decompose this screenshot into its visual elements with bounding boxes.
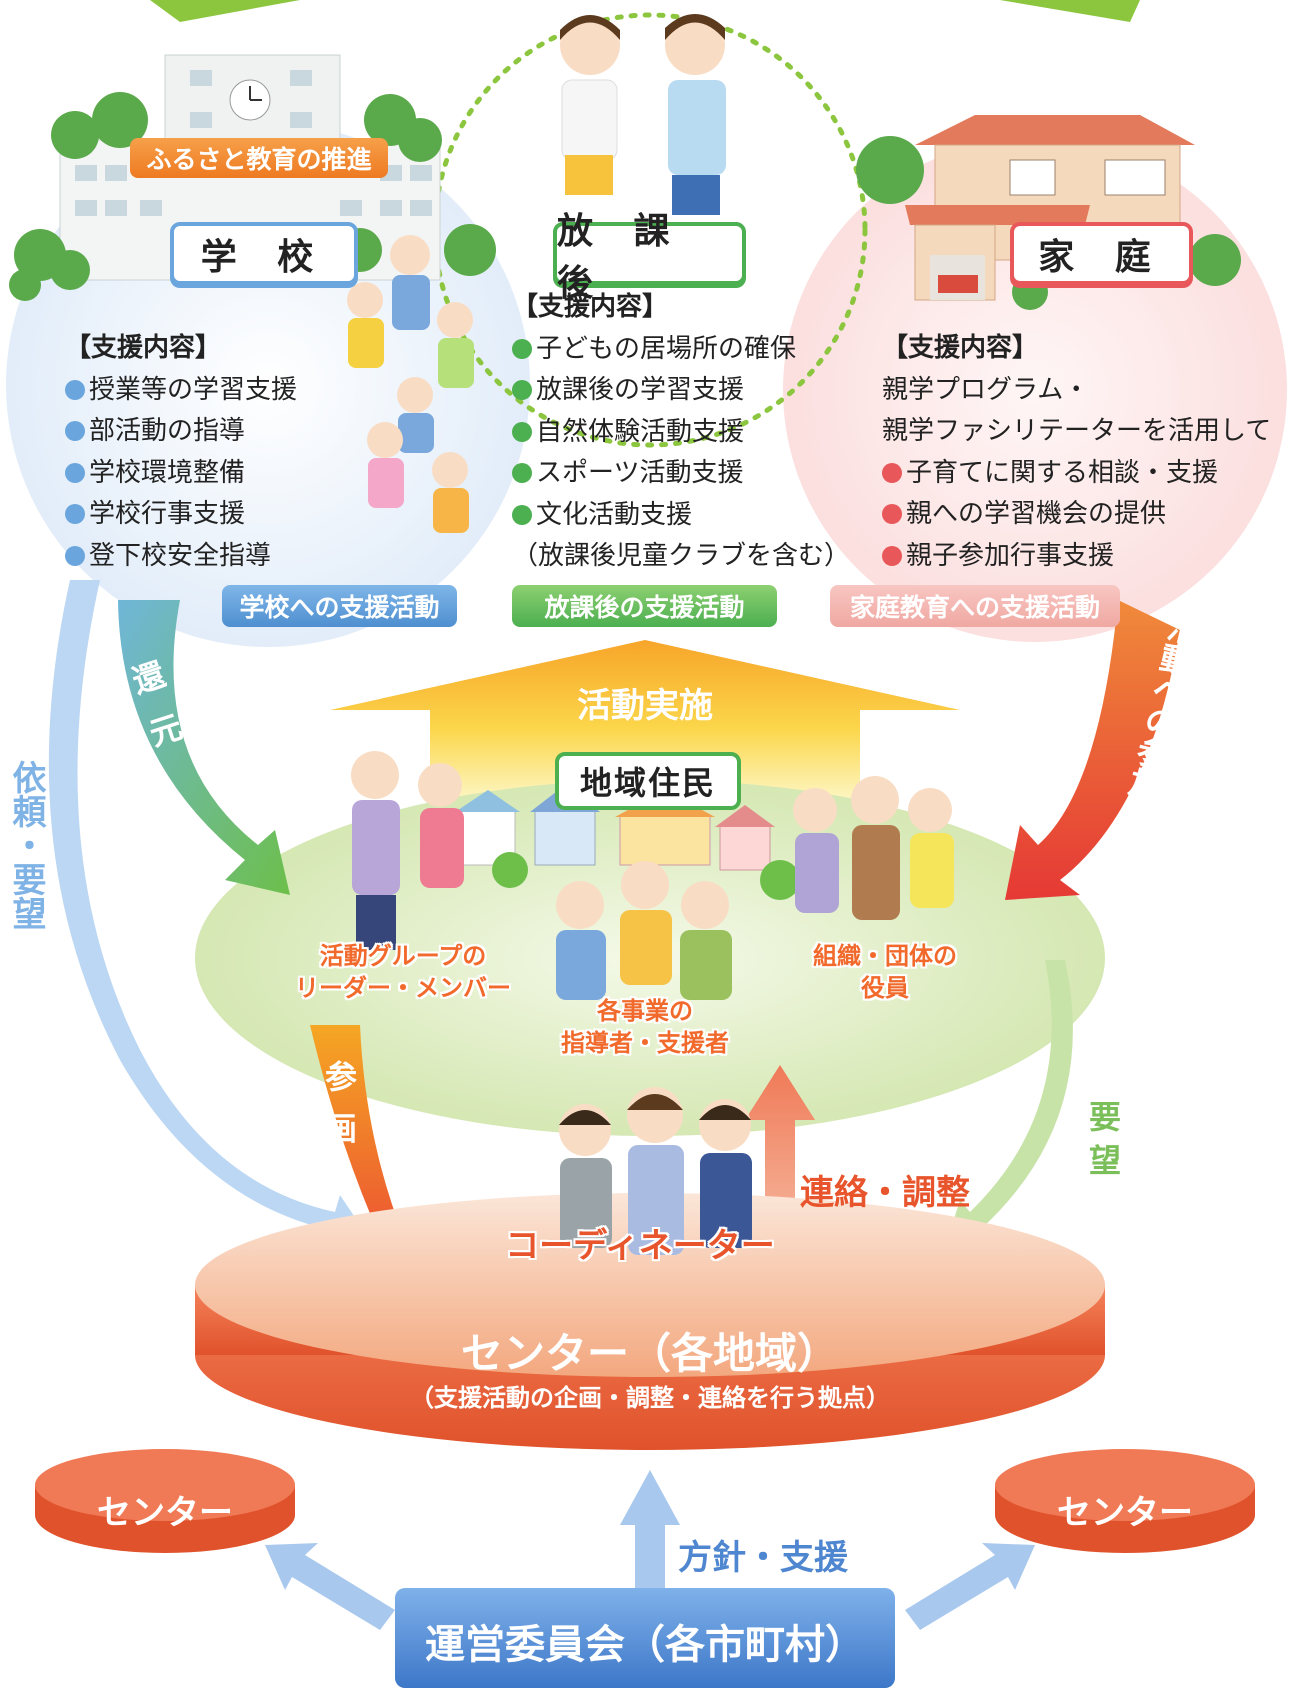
- list-item-label: 部活動の指導: [89, 416, 246, 446]
- list-item-label: 親への学習機会の提供: [906, 499, 1167, 529]
- school-banner: ふるさと教育の推進: [130, 138, 388, 178]
- list-item: 親子参加行事支援: [882, 536, 1271, 578]
- bullet-icon: [65, 504, 85, 524]
- adults-community: [351, 751, 954, 1000]
- bullet-icon: [65, 379, 85, 400]
- list-item-label: スポーツ活動支援: [536, 458, 744, 488]
- planning-label: 参 画: [320, 1060, 358, 1148]
- home-ribbon: 家庭教育への支援活動: [830, 585, 1120, 627]
- list-item-label: 子どもの居場所の確保: [536, 333, 797, 364]
- list-item-label: 学校行事支援: [89, 499, 246, 529]
- policy-label: 方針・支援: [678, 1538, 848, 1578]
- list-item: 授業等の学習支援: [65, 370, 297, 412]
- list-item-label: 自然体験活動支援: [536, 416, 745, 447]
- label-line: 役員: [861, 974, 909, 1002]
- bullet-icon: [65, 462, 85, 483]
- label-line: 組織・団体の: [813, 942, 957, 970]
- bullet-icon: [512, 421, 532, 442]
- list-item: 学校行事支援: [65, 494, 297, 536]
- list-item-label: 放課後の学習支援: [536, 375, 745, 405]
- coordinator-label: コーディネーター: [505, 1226, 775, 1266]
- list-item: 親への学習機会の提供: [882, 494, 1271, 536]
- label-line: 各事業の: [597, 997, 693, 1025]
- list-item: 放課後の学習支援: [512, 370, 850, 412]
- committee-title: 運営委員会（各市町村）: [425, 1622, 865, 1668]
- right-center-label: センター: [1057, 1493, 1193, 1533]
- list-item-label: 親子参加行事支援: [906, 540, 1115, 571]
- school-support-list: 【支援内容】 授業等の学習支援 部活動の指導 学校環境整備 学校行事支援 登下校…: [65, 328, 297, 577]
- group-leaders-label: 活動グループの リーダー・メンバー: [268, 940, 538, 1004]
- home-intro-line1: 親学プログラム・: [882, 374, 1090, 405]
- org-officers-label: 組織・団体の 役員: [795, 940, 975, 1004]
- list-item: 学校環境整備: [65, 453, 297, 495]
- afterschool-title: 放 課 後: [553, 211, 746, 304]
- children-afterschool: [560, 14, 726, 215]
- coordinators: [559, 1087, 752, 1255]
- center-subtitle: （支援活動の企画・調整・連絡を行う拠点）: [410, 1384, 890, 1412]
- list-item: スポーツ活動支援: [512, 453, 850, 495]
- bullet-icon: [512, 380, 532, 400]
- list-item-label: 登下校安全指導: [89, 540, 272, 571]
- afterschool-ribbon: 放課後の支援活動: [512, 585, 777, 627]
- bullet-icon: [512, 463, 532, 483]
- label-line: 指導者・支援者: [561, 1029, 729, 1057]
- activity-label: 活動実施: [577, 686, 713, 726]
- home-support-heading: 【支援内容】: [882, 333, 1039, 363]
- coordination-label: 連絡・調整: [800, 1173, 970, 1213]
- bullet-icon: [512, 338, 532, 359]
- bullet-icon: [65, 545, 85, 566]
- list-item: 子育てに関する相談・支援: [882, 453, 1271, 495]
- afterschool-support-list: 【支援内容】 子どもの居場所の確保 放課後の学習支援 自然体験活動支援 スポーツ…: [512, 287, 850, 578]
- list-item: 部活動の指導: [65, 411, 297, 453]
- list-item-label: 授業等の学習支援: [89, 374, 298, 405]
- bullet-icon: [882, 504, 902, 524]
- bullet-icon: [512, 504, 532, 525]
- bullet-icon: [882, 462, 902, 483]
- home-support-list: 【支援内容】 親学プログラム・ 親学ファシリテーターを活用して 子育てに関する相…: [882, 328, 1271, 577]
- project-leaders-label: 各事業の 指導者・支援者: [540, 995, 750, 1059]
- bullet-icon: [65, 421, 85, 441]
- center-title: センター（各地域）: [460, 1329, 839, 1378]
- school-support-heading: 【支援内容】: [65, 333, 222, 363]
- list-item-label: 文化活動支援: [536, 499, 693, 530]
- left-center-label: センター: [97, 1493, 233, 1533]
- home-title: 家 庭: [1010, 222, 1193, 285]
- afterschool-note: （放課後児童クラブを含む）: [512, 541, 851, 571]
- list-item: 子どもの居場所の確保: [512, 329, 850, 371]
- list-item-label: 子育てに関する相談・支援: [906, 457, 1219, 488]
- label-line: リーダー・メンバー: [295, 974, 511, 1002]
- school-title: 学 校: [170, 222, 358, 285]
- bullet-icon: [882, 545, 902, 566]
- request-label: 依頼・要望: [6, 760, 46, 930]
- home-intro-line2: 親学ファシリテーターを活用して: [882, 416, 1272, 446]
- demand-label: 要 望: [1084, 1100, 1122, 1176]
- children-school: [347, 235, 474, 533]
- list-item-label: 学校環境整備: [89, 457, 246, 488]
- label-line: 活動グループの: [319, 942, 487, 970]
- school-ribbon: 学校への支援活動: [222, 585, 457, 627]
- list-item: 自然体験活動支援: [512, 412, 850, 454]
- list-item: 文化活動支援: [512, 495, 850, 537]
- list-item: 登下校安全指導: [65, 536, 297, 578]
- afterschool-support-heading: 【支援内容】: [512, 292, 669, 322]
- community-title: 地域住民: [555, 752, 741, 810]
